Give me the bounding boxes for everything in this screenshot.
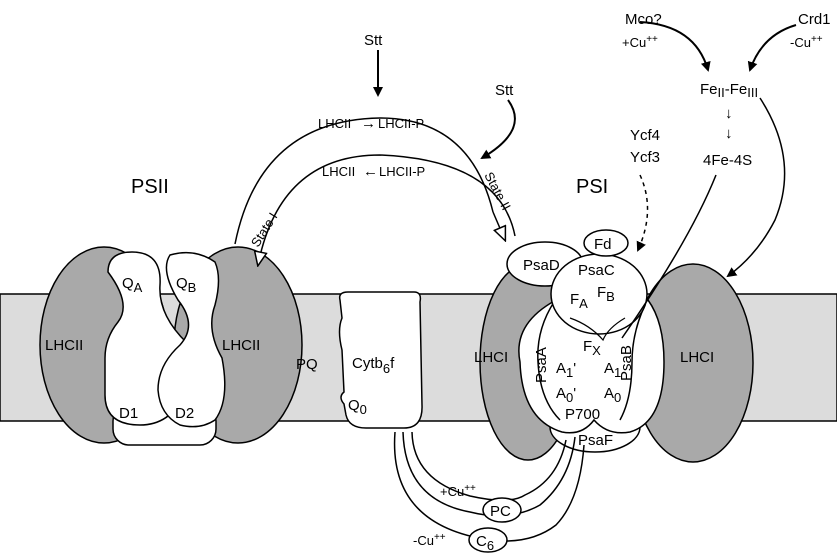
- d2-label: D2: [175, 405, 194, 422]
- psi-complex: [480, 230, 753, 462]
- psaf-label: PsaF: [578, 432, 613, 449]
- state1-arc-head: [493, 212, 505, 240]
- lhci-left-label: LHCI: [474, 349, 508, 366]
- ycf3-label: Ycf3: [630, 149, 660, 166]
- c6-outer-arc: [395, 432, 584, 541]
- mco-label: Mco?: [625, 11, 662, 28]
- lhcii-back-label-b: LHCII-P: [379, 164, 425, 179]
- lhcii-left-label: LHCII: [45, 337, 83, 354]
- lhcii-to-p-label-a: LHCII: [318, 116, 351, 131]
- psad-label: PsaD: [523, 257, 560, 274]
- ycf4-label: Ycf4: [630, 127, 660, 144]
- d1-label: D1: [119, 405, 138, 422]
- lhci-right-label: LHCI: [680, 349, 714, 366]
- down-arrow-2: ↓: [725, 125, 733, 142]
- lhcii-back-label-a: LHCII: [322, 164, 355, 179]
- fd-label: Fd: [594, 236, 612, 253]
- crd1-cu-label: -Cu++: [790, 34, 823, 50]
- backward-arrow: ←: [363, 163, 378, 180]
- p700-label: P700: [565, 406, 600, 423]
- psaa-label: PsaA: [533, 347, 550, 383]
- mco-arrow: [640, 22, 708, 70]
- lhcii-to-p-label-b: LHCII-P: [378, 116, 424, 131]
- crd1-label: Crd1: [798, 11, 831, 28]
- lhcii-right-label: LHCII: [222, 337, 260, 354]
- fe-to-lhci-arrow: [728, 98, 785, 276]
- c6-cu-label: -Cu++: [413, 532, 446, 548]
- down-arrow-1: ↓: [725, 105, 733, 122]
- ycf-dashed-arrow: [638, 175, 648, 250]
- psi-label: PSI: [576, 176, 608, 198]
- fe-label: FeII-FeIII: [700, 81, 758, 100]
- mco-cu-label: +Cu++: [622, 34, 658, 50]
- state1-label: State I: [248, 210, 281, 250]
- stt-left-label: Stt: [364, 32, 383, 49]
- fes-label: 4Fe-4S: [703, 152, 752, 169]
- pc-label: PC: [490, 503, 511, 520]
- psac-label: PsaC: [578, 262, 615, 279]
- stt-right-label: Stt: [495, 82, 514, 99]
- forward-arrow: →: [361, 115, 376, 132]
- stt-right-arrow: [482, 100, 515, 158]
- pq-label: PQ: [296, 356, 318, 373]
- psii-label: PSII: [131, 176, 169, 198]
